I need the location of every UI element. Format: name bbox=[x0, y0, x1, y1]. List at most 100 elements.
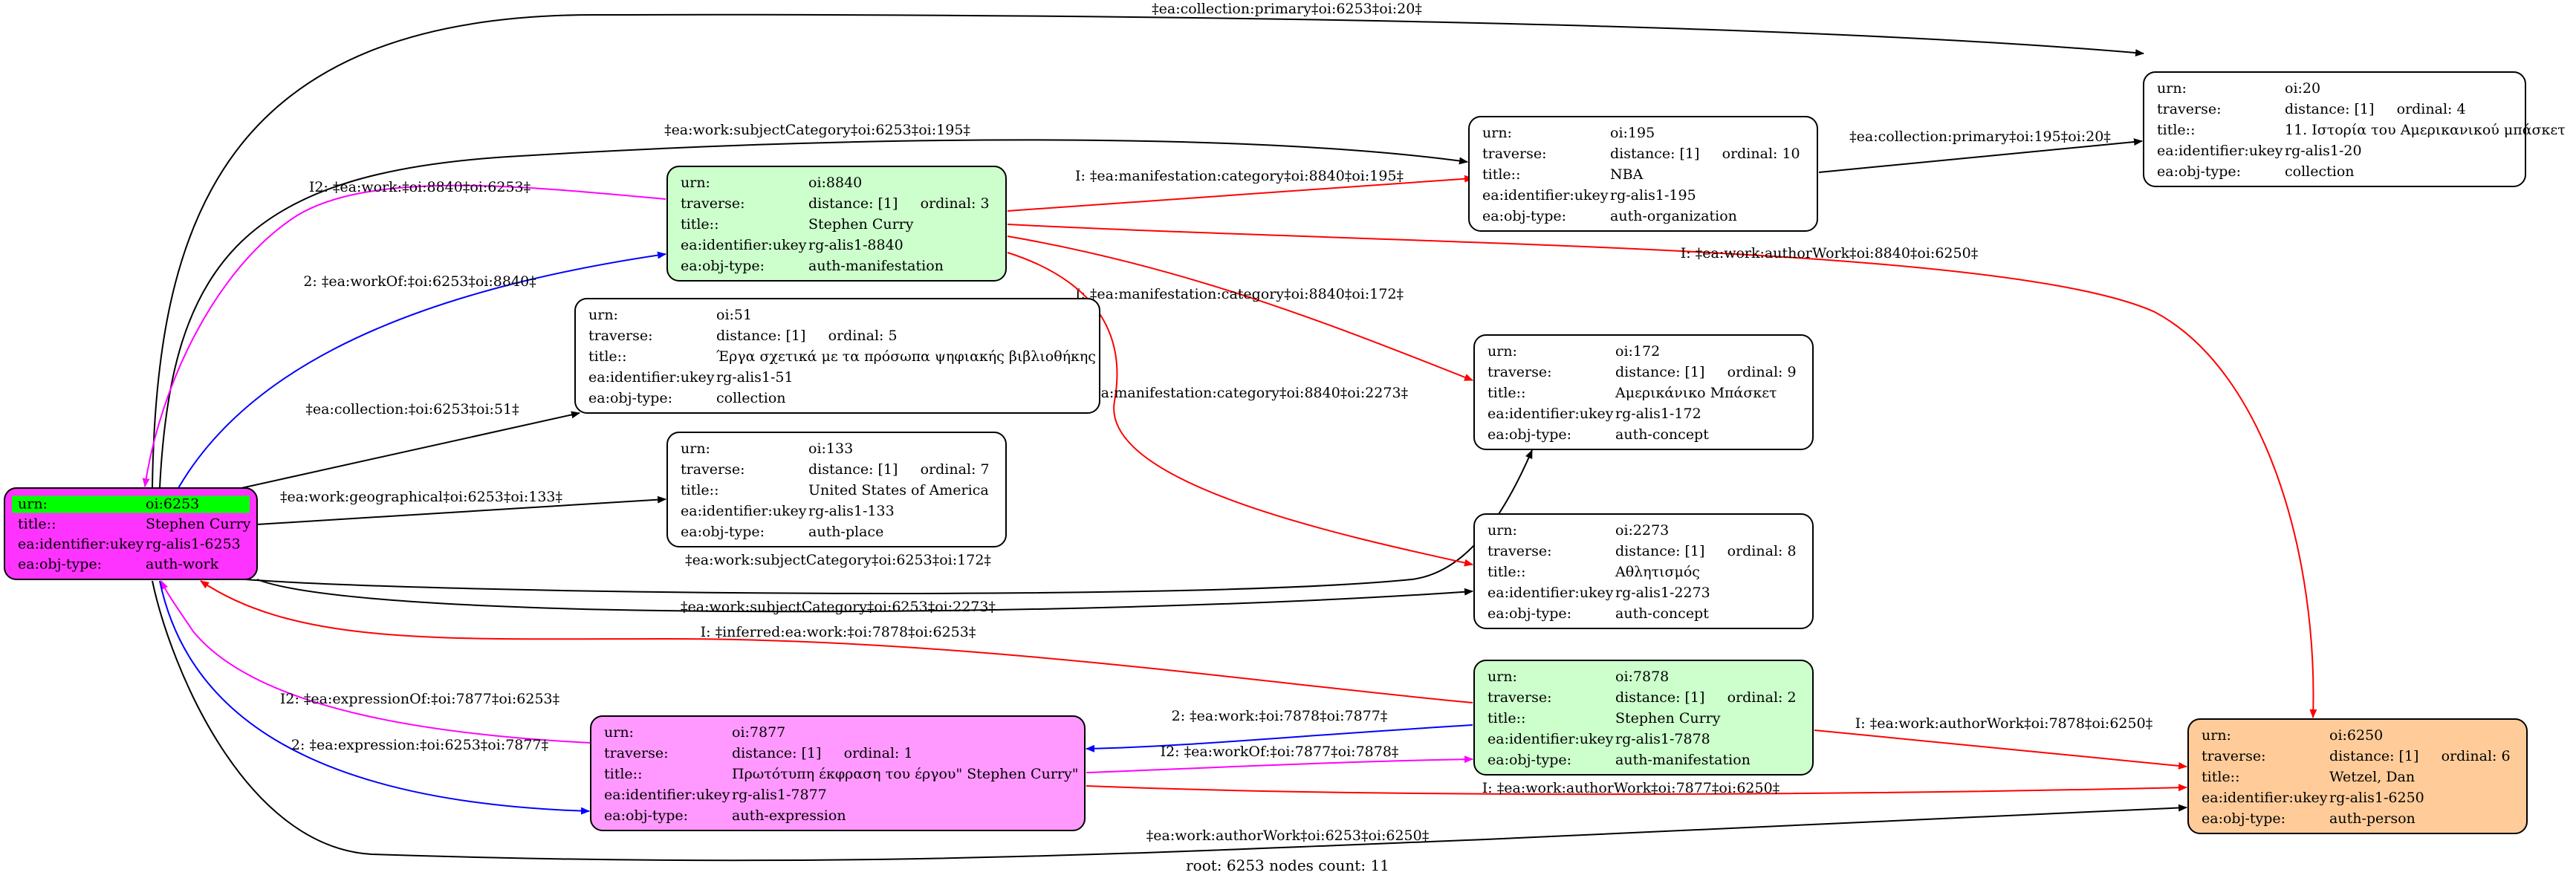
edge-e6 bbox=[256, 495, 666, 525]
node-field-key: ea:identifier:ukey bbox=[588, 369, 715, 386]
node-field-value: auth-person bbox=[2329, 810, 2416, 827]
node-field-key: title:: bbox=[18, 516, 56, 533]
edge-label-e15: I: ‡ea:manifestation:category‡oi:8840‡oi… bbox=[1075, 286, 1404, 302]
node-field-value: oi:133 bbox=[808, 440, 853, 457]
node-field-key: traverse: bbox=[681, 195, 745, 212]
edge-label-e19: I2: ‡ea:workOf:‡oi:7877‡oi:7878‡ bbox=[1161, 744, 1399, 760]
node-field-value: rg-alis1-7877 bbox=[732, 787, 827, 803]
edge-label-e1: ‡ea:collection:primary‡oi:6253‡oi:20‡ bbox=[1152, 1, 1422, 17]
node-field-value: distance: [1] ordinal: 6 bbox=[2329, 748, 2511, 764]
node-field-key: urn: bbox=[681, 175, 710, 191]
edge-label-e4: 2: ‡ea:workOf:‡oi:6253‡oi:8840‡ bbox=[303, 273, 536, 290]
node-field-value: oi:20 bbox=[2285, 80, 2320, 97]
node-field-value: Αθλητισμός bbox=[1615, 564, 1700, 580]
node-field-value: NBA bbox=[1610, 166, 1644, 183]
node-field-value: oi:172 bbox=[1615, 343, 1660, 360]
edge-label-e11: 2: ‡ea:expression:‡oi:6253‡oi:7877‡ bbox=[291, 737, 548, 753]
node-field-key: traverse: bbox=[604, 745, 669, 761]
node-field-key: ea:obj-type: bbox=[18, 556, 102, 573]
node-field-key: title:: bbox=[681, 216, 718, 233]
node-field-key: traverse: bbox=[1487, 689, 1552, 706]
node-box bbox=[666, 166, 1007, 282]
node-field-key: urn: bbox=[1487, 343, 1517, 360]
node-field-value: 11. Ιστορία του Αμερικανικού μπάσκετ bbox=[2285, 122, 2566, 138]
edge-label-e9: I: ‡inferred:ea:work:‡oi:7878‡oi:6253‡ bbox=[701, 624, 976, 640]
node-field-key: traverse: bbox=[681, 461, 745, 478]
urn-highlight bbox=[12, 495, 250, 513]
node-field-value: rg-alis1-133 bbox=[808, 503, 895, 519]
node-field-key: title:: bbox=[1487, 710, 1525, 726]
node-field-value: distance: [1] ordinal: 1 bbox=[732, 745, 913, 761]
node-field-key: ea:identifier:ukey bbox=[1487, 585, 1614, 601]
node-field-value: auth-concept bbox=[1615, 426, 1709, 443]
node-field-value: auth-expression bbox=[732, 807, 846, 824]
node-field-value: auth-work bbox=[146, 556, 219, 573]
edge-e18 bbox=[1086, 724, 1473, 752]
node-field-key: title:: bbox=[2202, 769, 2239, 785]
node-field-value: oi:195 bbox=[1610, 125, 1655, 141]
node-field-value: collection bbox=[2285, 163, 2355, 180]
edge-e3 bbox=[142, 184, 666, 487]
edge-e20 bbox=[1814, 729, 2187, 770]
edge-label-e10: I2: ‡ea:expressionOf:‡oi:7877‡oi:6253‡ bbox=[280, 691, 559, 707]
node-8840[interactable]: urn: oi:8840 traverse: distance: [1] ordina… bbox=[666, 166, 1007, 282]
node-field-value: distance: [1] ordinal: 10 bbox=[1610, 146, 1800, 162]
node-field-key: ea:obj-type: bbox=[1487, 426, 1571, 443]
node-box bbox=[1468, 116, 1818, 232]
node-field-value: oi:8840 bbox=[808, 175, 862, 191]
edge-e9 bbox=[200, 580, 1473, 703]
node-field-key: ea:obj-type: bbox=[1487, 752, 1571, 768]
edge-e13 bbox=[1007, 175, 1473, 212]
edge-label-e7: ‡ea:work:subjectCategory‡oi:6253‡oi:172‡ bbox=[685, 552, 991, 568]
node-field-key: ea:identifier:ukey bbox=[1487, 406, 1614, 422]
node-field-key: ea:obj-type: bbox=[681, 524, 765, 540]
node-field-key: ea:obj-type: bbox=[2157, 163, 2241, 180]
node-field-value: auth-manifestation bbox=[1615, 752, 1751, 768]
node-field-value: oi:6253 bbox=[146, 496, 199, 513]
node-field-key: ea:identifier:ukey bbox=[18, 536, 144, 553]
node-field-value: rg-alis1-6250 bbox=[2329, 790, 2424, 806]
edge-e4 bbox=[178, 251, 666, 489]
node-field-value: rg-alis1-6253 bbox=[146, 536, 241, 553]
node-field-key: ea:identifier:ukey bbox=[2202, 790, 2328, 806]
node-field-value: collection bbox=[716, 390, 786, 406]
node-field-key: ea:obj-type: bbox=[588, 390, 672, 406]
node-field-value: Έργα σχετικά με τα πρόσωπα ψηφιακής βιβλ… bbox=[716, 348, 1096, 365]
node-field-value: auth-concept bbox=[1615, 605, 1709, 622]
edge-e21 bbox=[1086, 784, 2187, 796]
edge-e2 bbox=[159, 139, 1468, 489]
node-field-key: title:: bbox=[681, 482, 718, 498]
node-field-key: urn: bbox=[1482, 125, 1512, 141]
edge-label-e13: I: ‡ea:manifestation:category‡oi:8840‡oi… bbox=[1075, 168, 1404, 184]
node-field-key: ea:identifier:ukey bbox=[2157, 143, 2283, 159]
node-field-value: oi:6250 bbox=[2329, 727, 2383, 744]
edge-label-e21: I: ‡ea:work:authorWork‡oi:7877‡oi:6250‡ bbox=[1482, 780, 1779, 796]
node-field-key: traverse: bbox=[2157, 101, 2222, 117]
node-field-key: urn: bbox=[604, 724, 634, 741]
node-field-value: distance: [1] ordinal: 4 bbox=[2285, 101, 2466, 117]
edge-label-e18: 2: ‡ea:work:‡oi:7878‡oi:7877‡ bbox=[1172, 708, 1388, 724]
node-box bbox=[2143, 71, 2526, 187]
node-field-key: traverse: bbox=[1487, 543, 1552, 559]
node-field-value: distance: [1] ordinal: 8 bbox=[1615, 543, 1797, 559]
node-field-value: rg-alis1-8840 bbox=[808, 237, 903, 253]
node-field-value: oi:2273 bbox=[1615, 522, 1669, 539]
node-field-value: distance: [1] ordinal: 3 bbox=[808, 195, 990, 212]
node-box bbox=[1473, 660, 1814, 776]
node-field-value: Stephen Curry bbox=[1615, 710, 1721, 726]
node-field-key: ea:identifier:ukey bbox=[1482, 187, 1609, 204]
edge-label-e16: I: ‡ea:manifestation:category‡oi:8840‡oi… bbox=[1071, 385, 1408, 401]
node-field-value: rg-alis1-20 bbox=[2285, 143, 2362, 159]
node-field-value: Stephen Curry bbox=[146, 516, 251, 533]
